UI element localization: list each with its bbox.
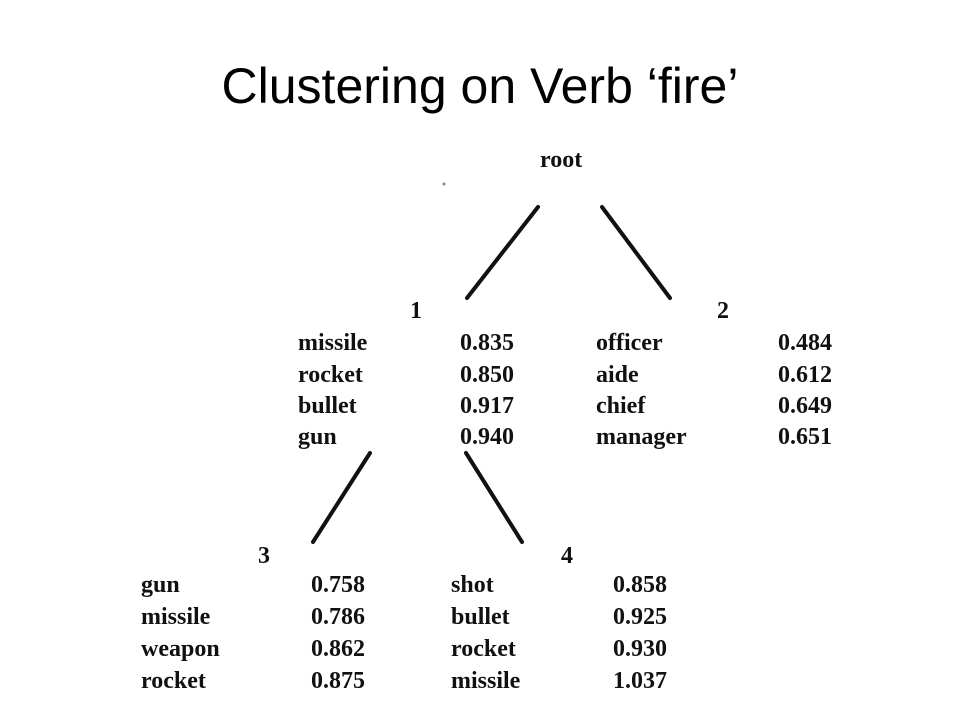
cluster-1-score: 0.940 xyxy=(460,424,514,450)
cluster-2-id: 2 xyxy=(717,298,729,324)
cluster-4-word: bullet xyxy=(451,604,510,630)
cluster-4-word: shot xyxy=(451,572,494,598)
cluster-2-word: officer xyxy=(596,330,663,356)
cluster-1-id: 1 xyxy=(410,298,422,324)
cluster-2-score: 0.612 xyxy=(778,362,832,388)
scan-speck xyxy=(442,182,446,186)
edge-1-to-4 xyxy=(464,451,524,544)
cluster-2-word: manager xyxy=(596,424,687,450)
cluster-3-id: 3 xyxy=(258,543,270,569)
edge-root-to-2 xyxy=(600,205,672,300)
cluster-3-score: 0.875 xyxy=(311,668,365,694)
cluster-3-word: missile xyxy=(141,604,211,630)
cluster-4-word: missile xyxy=(451,668,521,694)
cluster-2-score: 0.651 xyxy=(778,424,832,450)
cluster-3-word: weapon xyxy=(141,636,220,662)
cluster-2-word: aide xyxy=(596,362,639,388)
cluster-2-score: 0.649 xyxy=(778,393,832,419)
edge-1-to-3 xyxy=(311,451,372,544)
cluster-1-score: 0.835 xyxy=(460,330,514,356)
cluster-3-score: 0.758 xyxy=(311,572,365,598)
cluster-3-score: 0.862 xyxy=(311,636,365,662)
cluster-1-word: gun xyxy=(298,424,337,450)
cluster-3-word: rocket xyxy=(141,668,206,694)
cluster-4-id: 4 xyxy=(561,543,573,569)
cluster-1-word: bullet xyxy=(298,393,357,419)
cluster-1-score: 0.917 xyxy=(460,393,514,419)
slide-title: Clustering on Verb ‘fire’ xyxy=(221,58,739,114)
cluster-2-word: chief xyxy=(596,393,646,419)
cluster-4-score: 0.930 xyxy=(613,636,667,662)
cluster-1-word: rocket xyxy=(298,362,363,388)
root-label: root xyxy=(540,147,582,173)
cluster-1-score: 0.850 xyxy=(460,362,514,388)
cluster-3-word: gun xyxy=(141,572,180,598)
cluster-4-score: 1.037 xyxy=(613,668,667,694)
cluster-2-score: 0.484 xyxy=(778,330,832,356)
cluster-4-score: 0.858 xyxy=(613,572,667,598)
cluster-1-word: missile xyxy=(298,330,368,356)
cluster-3-score: 0.786 xyxy=(311,604,365,630)
edge-root-to-1 xyxy=(465,205,540,300)
cluster-4-score: 0.925 xyxy=(613,604,667,630)
cluster-4-word: rocket xyxy=(451,636,516,662)
